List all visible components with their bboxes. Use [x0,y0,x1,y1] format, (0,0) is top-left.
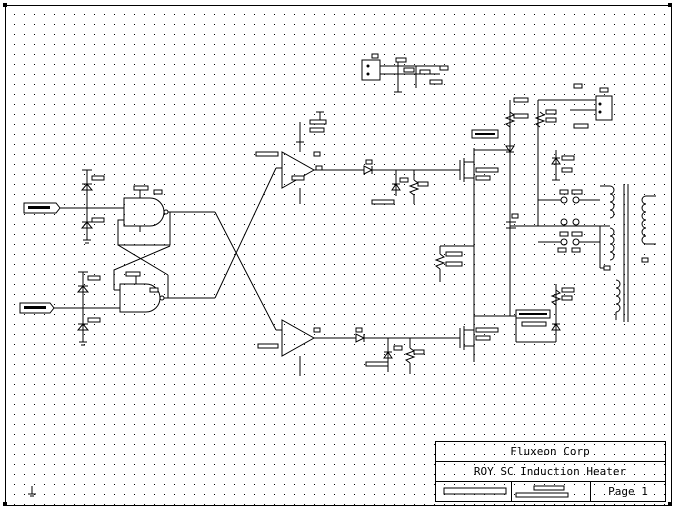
corner-marker [3,502,7,506]
driver-buffer-top [255,130,364,204]
corner-marker [3,3,7,7]
dot-grid [5,5,671,505]
gate-network-top [363,159,460,205]
drawing-number-field [443,487,507,495]
title-block: Fluxeon Corp ROY SC Induction Heater Pag… [435,441,666,502]
company-name: Fluxeon Corp [510,445,589,458]
nand-gate-bottom [119,271,165,313]
page-number: Page 1 [608,485,648,498]
power-stage-wiring [473,99,600,343]
input-port-top[interactable] [23,202,124,214]
origin-ground-marker [28,486,36,497]
mosfet-bottom [459,316,499,362]
right-diode-bottom [515,284,575,342]
buffer-supply-top [296,111,327,143]
latch-wiring [113,167,277,331]
power-header[interactable] [361,53,449,93]
upper-feedback-network [471,97,529,153]
clamp-diodes-bottom [76,271,101,346]
driver-buffer-bottom [257,319,356,376]
tap-switches[interactable] [538,189,600,253]
drawing-title: ROY SC Induction Heater [474,465,627,478]
input-port-bottom[interactable] [19,302,120,314]
mosfet-top [459,148,499,196]
gate-pulldown [434,245,474,282]
output-connector[interactable] [595,87,613,121]
right-diode-top [551,150,575,181]
right-upper-network [534,83,596,129]
corner-marker [668,3,672,7]
gate-network-bottom [355,327,460,374]
clamp-diodes-top [80,169,105,244]
corner-marker [668,502,672,506]
work-coil-transformer [599,184,656,322]
revision-field [533,485,565,491]
resonant-capacitor [506,213,519,229]
date-field [515,492,569,498]
sheet-border [5,5,672,506]
